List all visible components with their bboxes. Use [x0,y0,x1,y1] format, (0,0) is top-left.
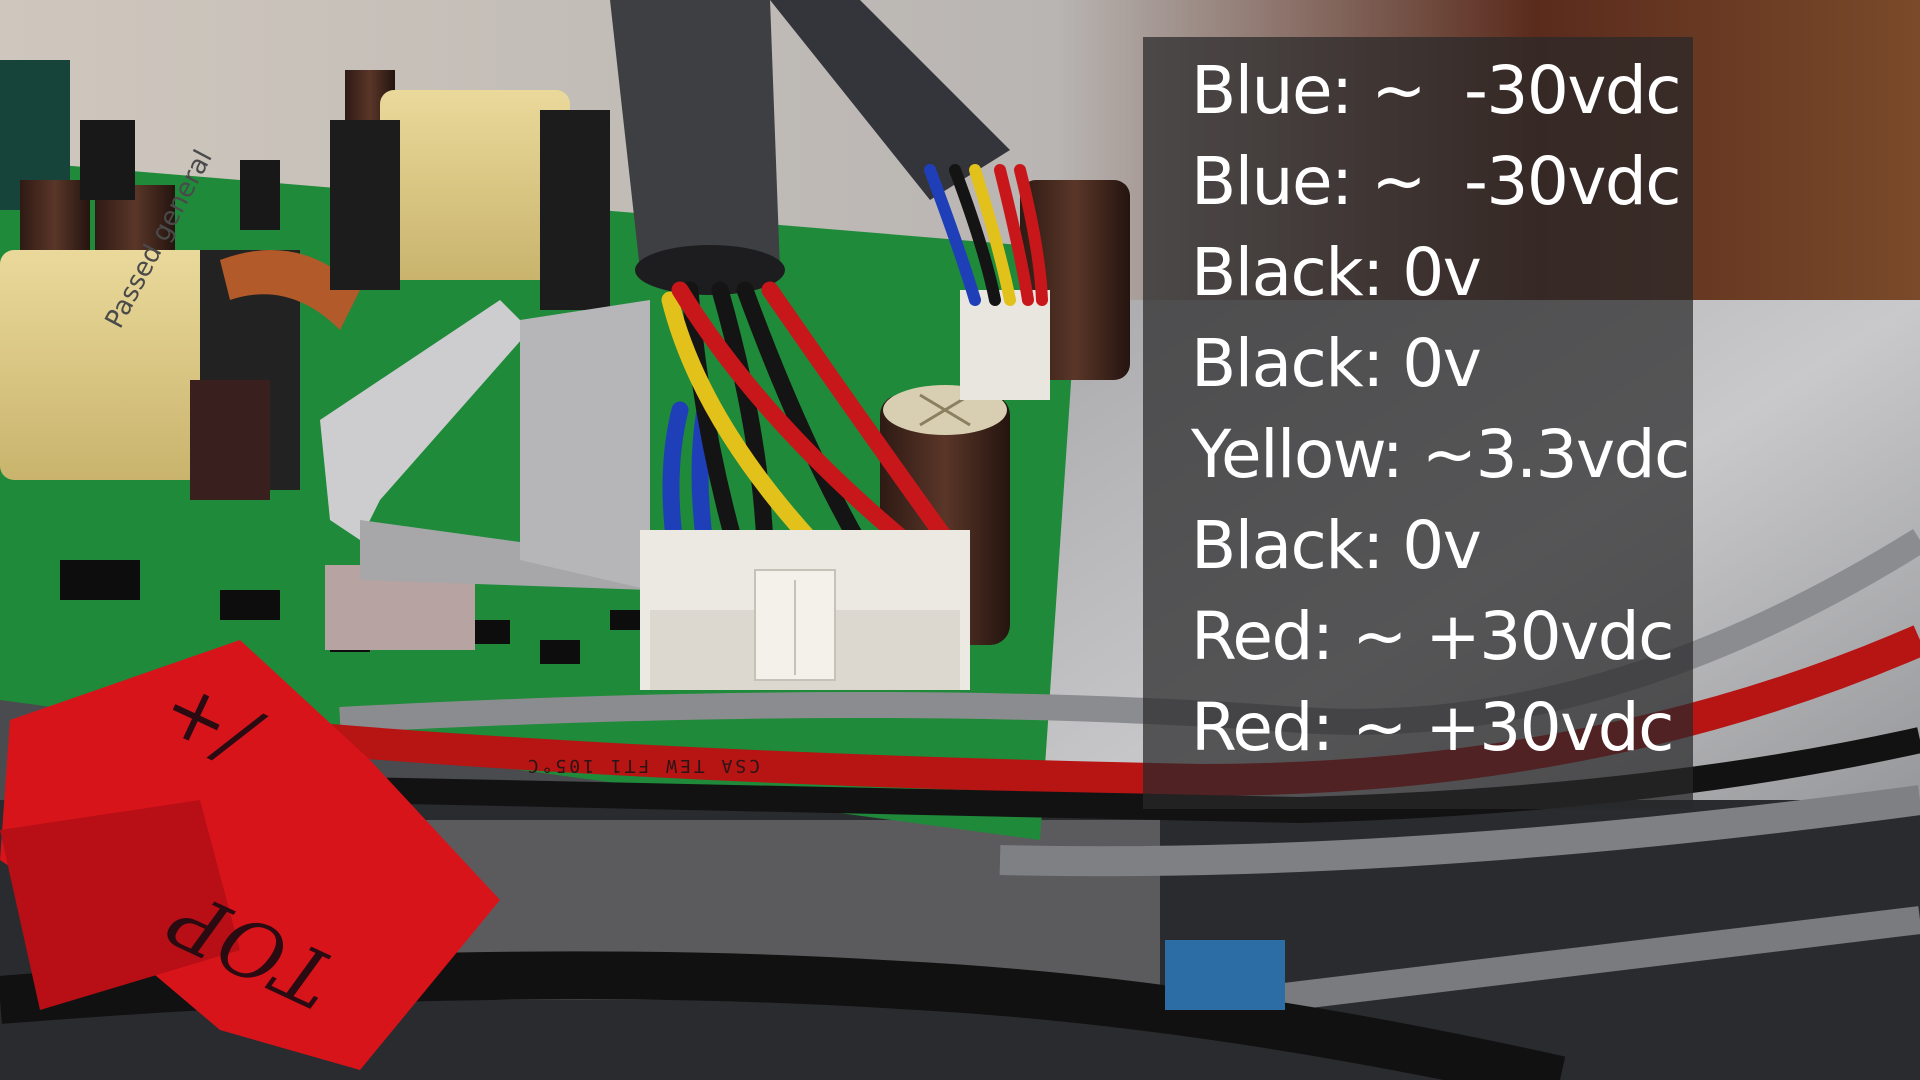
wire-red-2 [761,281,959,554]
heatsink-bracket [320,300,650,590]
transformer-small [330,90,610,310]
wire-black-2 [711,281,774,554]
label-wire-yellow: Yellow: ~3.3vdc [1191,416,1690,493]
label-wire-blue-2: Blue: ~ -30vdc [1191,143,1682,220]
harness-wires [661,281,959,554]
cable-print: CSA TEW FT1 105°C [525,755,760,776]
wire-yellow [661,291,824,554]
grey-cable-lower [999,785,1920,877]
wire-black-3 [736,281,869,554]
red-tape [0,640,500,1070]
label-wire-black-3: Black: 0v [1191,507,1482,584]
voltage-legend-panel: Blue: ~ -30vdc Blue: ~ -30vdc Black: 0v … [1143,37,1693,809]
molex-connector [640,530,970,690]
label-wire-black-2: Black: 0v [1191,325,1482,402]
black-cable-mid [359,727,1920,824]
label-wire-red-2: Red: ~ +30vdc [1191,689,1674,766]
wire-red-1 [671,281,919,554]
transformer-large [0,250,360,500]
label-wire-black-1: Black: 0v [1191,234,1482,311]
label-wire-blue-1: Blue: ~ -30vdc [1191,52,1682,129]
grey-cable-bottom [1258,906,1920,1014]
label-wire-red-1: Red: ~ +30vdc [1191,598,1674,675]
blue-component-bottom [1165,940,1285,1010]
small-connector-wires [924,164,1048,306]
small-connector [960,290,1050,400]
wire-blue-1 [662,401,689,554]
